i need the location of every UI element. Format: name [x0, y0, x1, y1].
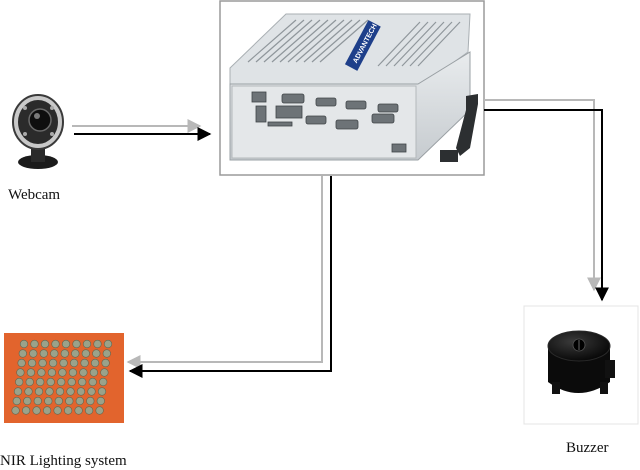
led [50, 349, 59, 358]
led [30, 339, 39, 349]
led [11, 406, 20, 415]
led [101, 358, 110, 368]
led [29, 349, 38, 358]
webcam-node [12, 94, 64, 169]
led [24, 387, 33, 396]
embedded-computer-icon [229, 13, 478, 162]
led [76, 387, 86, 396]
webcam-icon [12, 94, 64, 169]
led [102, 349, 111, 358]
led [42, 406, 52, 415]
led [90, 358, 100, 368]
led [99, 377, 108, 387]
led [61, 339, 71, 349]
led [69, 358, 79, 368]
led [66, 387, 75, 396]
led [71, 349, 80, 358]
led [75, 396, 84, 406]
led [48, 358, 58, 368]
led [68, 368, 77, 377]
led [97, 387, 107, 396]
led [53, 406, 62, 415]
led [103, 339, 113, 349]
led [22, 406, 31, 415]
led [27, 358, 37, 368]
led [80, 358, 89, 368]
led [81, 349, 90, 358]
buzzer-icon [547, 330, 615, 394]
webcam-caption: Webcam [8, 187, 61, 203]
led [57, 377, 66, 387]
led [12, 396, 21, 406]
led [63, 406, 73, 415]
computer-node: ADVANTECH [219, 0, 485, 176]
led [40, 339, 50, 349]
arrow-computer-to-buzzer [484, 99, 609, 302]
led [79, 368, 88, 377]
led [17, 358, 26, 368]
led [92, 349, 101, 358]
led [54, 396, 63, 406]
led [46, 377, 55, 387]
led [59, 358, 68, 368]
led [39, 349, 48, 358]
led [72, 339, 81, 349]
nir-node [4, 333, 124, 423]
led [36, 377, 45, 387]
led [82, 339, 92, 349]
arrow-computer-to-nir [126, 176, 332, 378]
led [25, 377, 34, 387]
led [58, 368, 67, 377]
led [93, 339, 102, 349]
led [33, 396, 42, 406]
led [34, 387, 44, 396]
led [55, 387, 65, 396]
led [60, 349, 69, 358]
led [86, 396, 95, 406]
nir-caption: NIR Lighting system [0, 453, 127, 469]
led [88, 377, 97, 387]
led [32, 406, 41, 415]
led [15, 377, 24, 387]
led [51, 339, 60, 349]
led [96, 396, 105, 406]
led [67, 377, 76, 387]
buzzer-node [523, 305, 639, 425]
led [78, 377, 87, 387]
led [45, 387, 54, 396]
led [74, 406, 83, 415]
led-grid [11, 339, 113, 415]
arrow-webcam-to-computer [72, 119, 212, 141]
led [89, 368, 98, 377]
led [16, 368, 25, 377]
led [44, 396, 53, 406]
led [87, 387, 96, 396]
led [95, 406, 104, 415]
led [19, 339, 29, 349]
led [84, 406, 94, 415]
led [37, 368, 46, 377]
buzzer-caption: Buzzer [566, 440, 609, 456]
led [18, 349, 27, 358]
led [47, 368, 57, 377]
led [13, 387, 23, 396]
led [65, 396, 74, 406]
led [38, 358, 47, 368]
led [23, 396, 32, 406]
led [26, 368, 36, 377]
led [100, 368, 109, 377]
